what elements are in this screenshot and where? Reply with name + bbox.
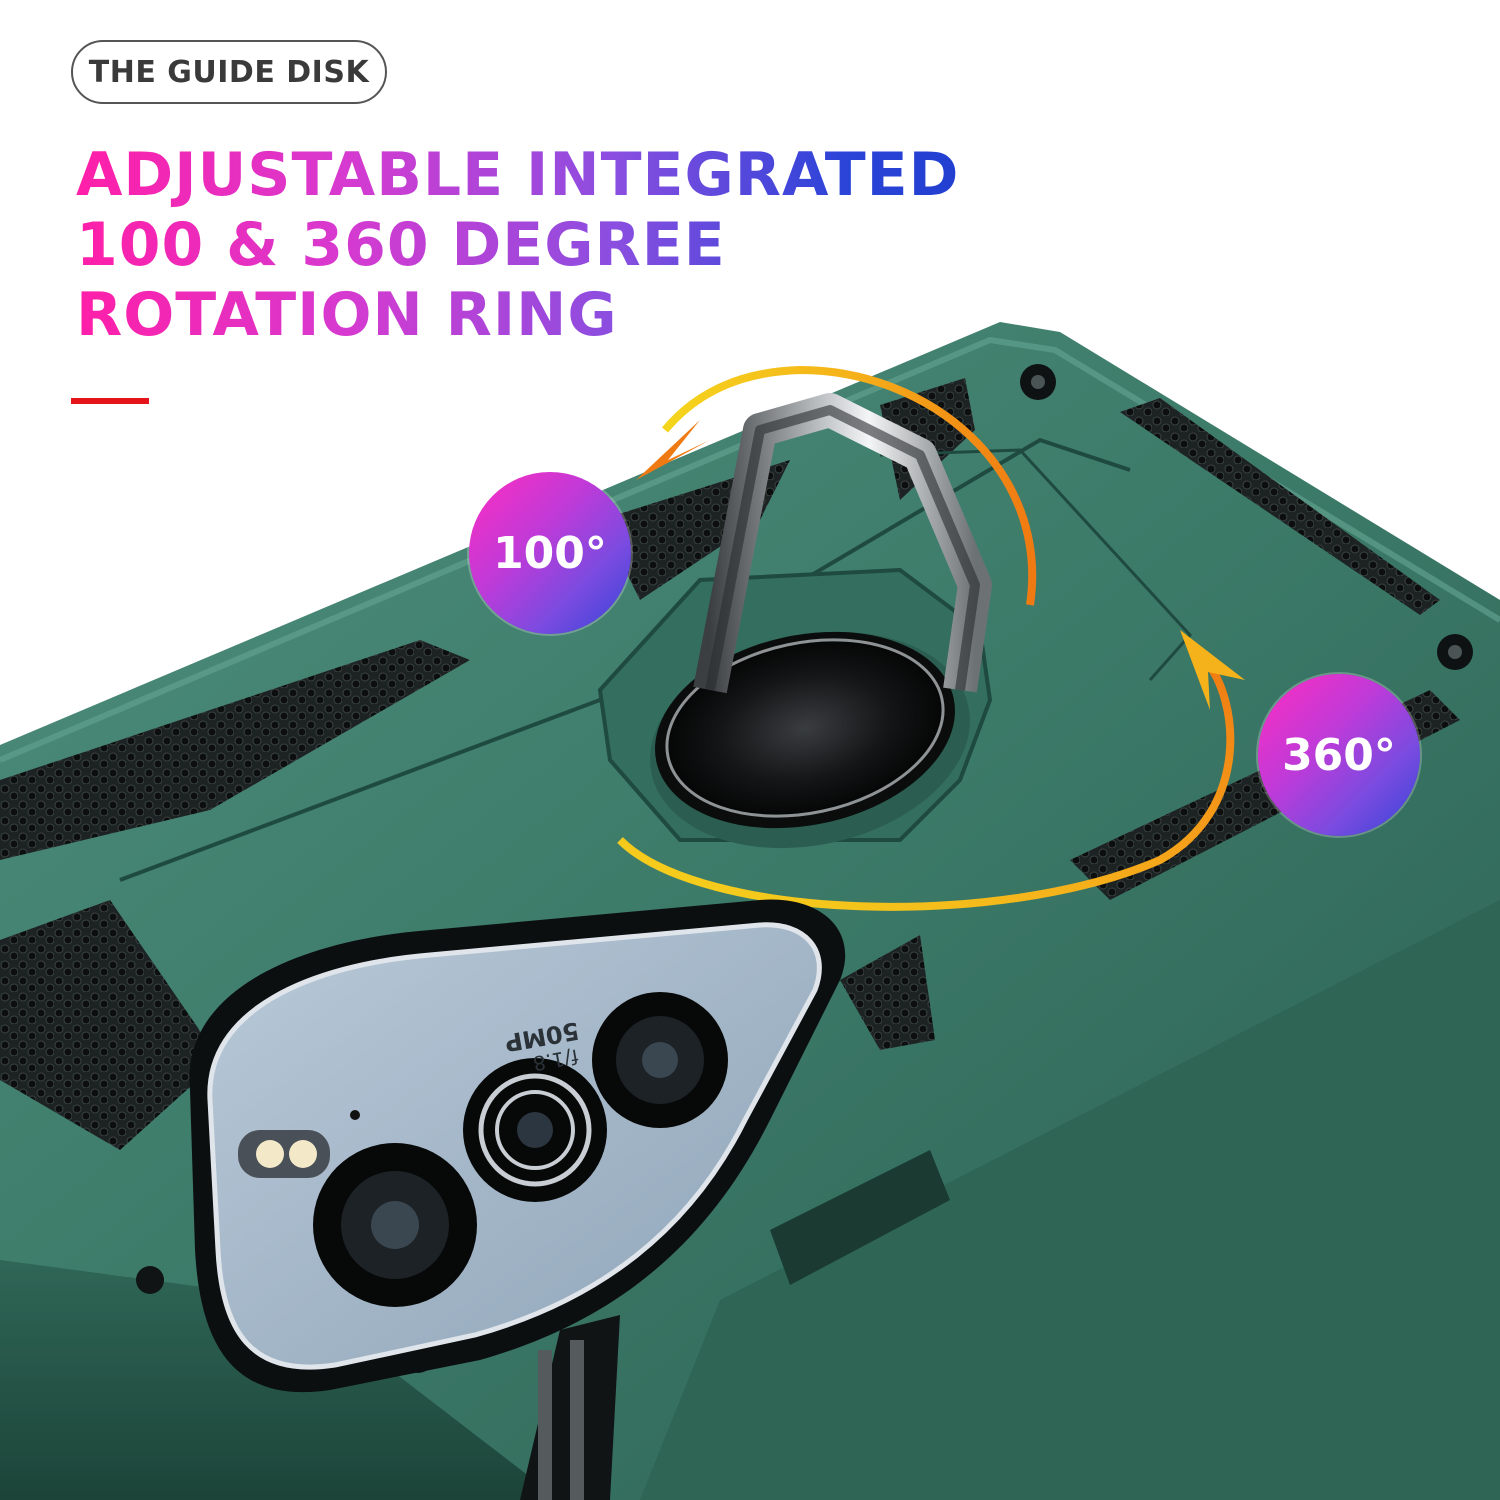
case-bottom-edge [640,900,1500,1500]
angle-badge-360: 360° [1258,674,1420,836]
camera-lens-icon [463,1058,607,1202]
rotation-arrow-icon [617,365,1245,911]
accent-divider [71,398,149,404]
side-buttons [136,1150,950,1500]
camera-lens-icon [592,992,728,1128]
camera-lens-icon [313,1143,477,1307]
camera-module: 50MP f/1.8 [189,899,846,1393]
ring-holder [597,393,993,849]
angle-badge-100: 100° [469,472,631,634]
guide-disk-tag: THE GUIDE DISK [71,40,387,104]
